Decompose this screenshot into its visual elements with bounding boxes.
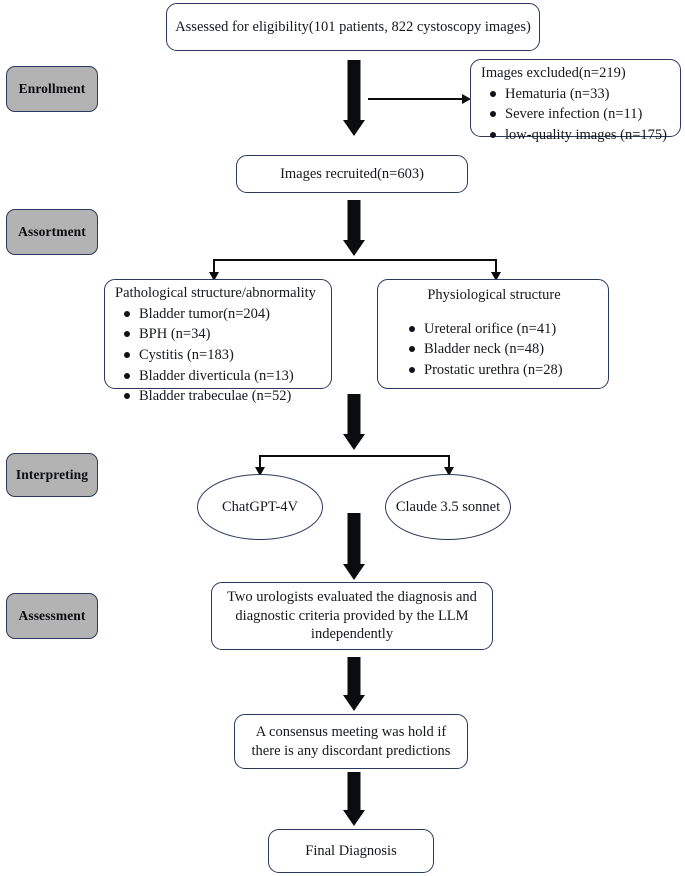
list-item: Ureteral orifice (n=41) bbox=[409, 319, 602, 340]
arrowhead-model-right-icon bbox=[444, 467, 454, 476]
node-title: Pathological structure/abnormality bbox=[115, 285, 316, 301]
list-item: Bladder trabeculae (n=52) bbox=[124, 386, 325, 407]
node-model-chatgpt-4v: ChatGPT-4V bbox=[197, 474, 323, 540]
node-text: Images recruited(n=603) bbox=[280, 165, 424, 182]
pathological-list: Bladder tumor(n=204) BPH (n=34) Cystitis… bbox=[113, 304, 325, 408]
node-images-excluded: Images excluded(n=219) Hematuria (n=33) … bbox=[470, 59, 681, 143]
stage-label-text: Assortment bbox=[18, 224, 86, 239]
arrow-evaluation-to-consensus bbox=[341, 657, 367, 711]
physiological-list: Ureteral orifice (n=41) Bladder neck (n=… bbox=[386, 319, 602, 381]
node-physiological-structure: Physiological structure Ureteral orifice… bbox=[377, 279, 609, 389]
stage-label-assortment: Assortment bbox=[6, 209, 98, 255]
node-title: Images excluded(n=219) bbox=[481, 65, 626, 81]
fork-models-left-drop bbox=[259, 455, 261, 472]
list-item: Bladder diverticula (n=13) bbox=[124, 366, 325, 387]
excluded-list: Hematuria (n=33) Severe infection (n=11)… bbox=[479, 84, 674, 146]
list-item: Cystitis (n=183) bbox=[124, 345, 325, 366]
arrow-assessed-to-recruited bbox=[341, 60, 367, 136]
connector-to-excluded bbox=[368, 98, 468, 100]
stage-label-enrollment: Enrollment bbox=[6, 66, 98, 112]
node-text: Final Diagnosis bbox=[305, 842, 397, 859]
node-text: Two urologists evaluated the diagnosis a… bbox=[227, 589, 477, 643]
arrowhead-model-left-icon bbox=[255, 467, 265, 476]
node-text: Assessed for eligibility(101 patients, 8… bbox=[175, 18, 531, 35]
node-text: ChatGPT-4V bbox=[222, 498, 298, 515]
list-item: low-quality images (n=175) bbox=[490, 125, 674, 146]
arrow-recruited-to-structures bbox=[341, 200, 367, 256]
arrow-models-to-evaluation bbox=[341, 513, 367, 580]
fork-structures-horizontal bbox=[213, 259, 496, 261]
list-item: Hematuria (n=33) bbox=[490, 84, 674, 105]
node-pathological-structure: Pathological structure/abnormality Bladd… bbox=[104, 279, 332, 404]
arrowhead-physiological-icon bbox=[491, 272, 501, 281]
node-text: A consensus meeting was hold if there is… bbox=[251, 723, 451, 759]
stage-label-assessment: Assessment bbox=[6, 593, 98, 639]
stage-label-text: Interpreting bbox=[15, 467, 89, 482]
list-item: BPH (n=34) bbox=[124, 324, 325, 345]
node-text: Claude 3.5 sonnet bbox=[395, 498, 501, 515]
node-final-diagnosis: Final Diagnosis bbox=[268, 829, 434, 873]
arrow-consensus-to-final bbox=[341, 772, 367, 826]
node-urologist-evaluation: Two urologists evaluated the diagnosis a… bbox=[211, 582, 493, 650]
list-item: Bladder neck (n=48) bbox=[409, 339, 602, 360]
node-images-recruited: Images recruited(n=603) bbox=[236, 155, 468, 193]
fork-structures-left-drop bbox=[213, 259, 215, 278]
node-assessed-for-eligibility: Assessed for eligibility(101 patients, 8… bbox=[166, 3, 540, 51]
fork-models-right-drop bbox=[448, 455, 450, 472]
stage-label-interpreting: Interpreting bbox=[6, 453, 98, 497]
arrow-structures-to-models bbox=[341, 394, 367, 450]
arrowhead-to-excluded-icon bbox=[462, 94, 471, 104]
list-item: Severe infection (n=11) bbox=[490, 104, 674, 125]
list-item: Bladder tumor(n=204) bbox=[124, 304, 325, 325]
fork-models-horizontal bbox=[259, 455, 449, 457]
node-title: Physiological structure bbox=[427, 287, 561, 303]
list-item: Prostatic urethra (n=28) bbox=[409, 360, 602, 381]
node-consensus-meeting: A consensus meeting was hold if there is… bbox=[234, 714, 468, 769]
stage-label-text: Assessment bbox=[18, 608, 86, 623]
node-model-claude-35-sonnet: Claude 3.5 sonnet bbox=[385, 474, 511, 540]
stage-label-text: Enrollment bbox=[18, 81, 86, 96]
fork-structures-right-drop bbox=[495, 259, 497, 278]
spacer bbox=[386, 306, 602, 319]
arrowhead-pathological-icon bbox=[209, 272, 219, 281]
